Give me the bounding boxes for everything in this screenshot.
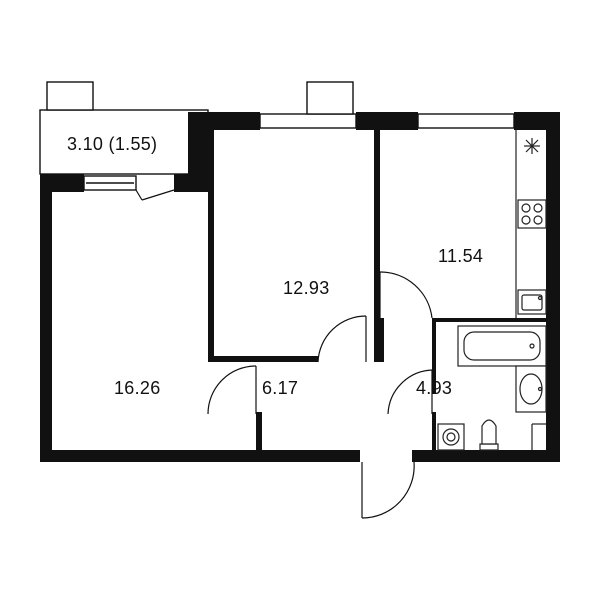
stove-burner-icon (524, 138, 540, 154)
doors (207, 271, 433, 519)
bathroom-area-label: 4.93 (416, 378, 452, 398)
bathroom-fixtures (437, 325, 547, 451)
bathtub-icon (457, 325, 547, 367)
balcony-window (46, 81, 94, 111)
balcony-door (135, 189, 175, 201)
sink-icon (517, 289, 547, 315)
washbasin-icon (515, 365, 547, 413)
windows (83, 81, 515, 191)
bedroom-balcony-window (306, 81, 354, 115)
washing-machine-icon (437, 423, 465, 451)
bedroom-area-label: 12.93 (283, 278, 330, 298)
living-room-area-label: 16.26 (114, 378, 161, 398)
interior-walls (208, 130, 546, 456)
kitchen-area-label: 11.54 (438, 246, 483, 266)
toilet-icon (479, 419, 499, 451)
cooktop-icon (517, 199, 547, 229)
balcony-area-label: 3.10 (1.55) (67, 134, 157, 154)
exterior-walls (40, 112, 560, 462)
hallway-area-label: 6.17 (262, 378, 298, 398)
balcony-area (39, 81, 209, 175)
kitchen-fixtures (515, 130, 547, 318)
